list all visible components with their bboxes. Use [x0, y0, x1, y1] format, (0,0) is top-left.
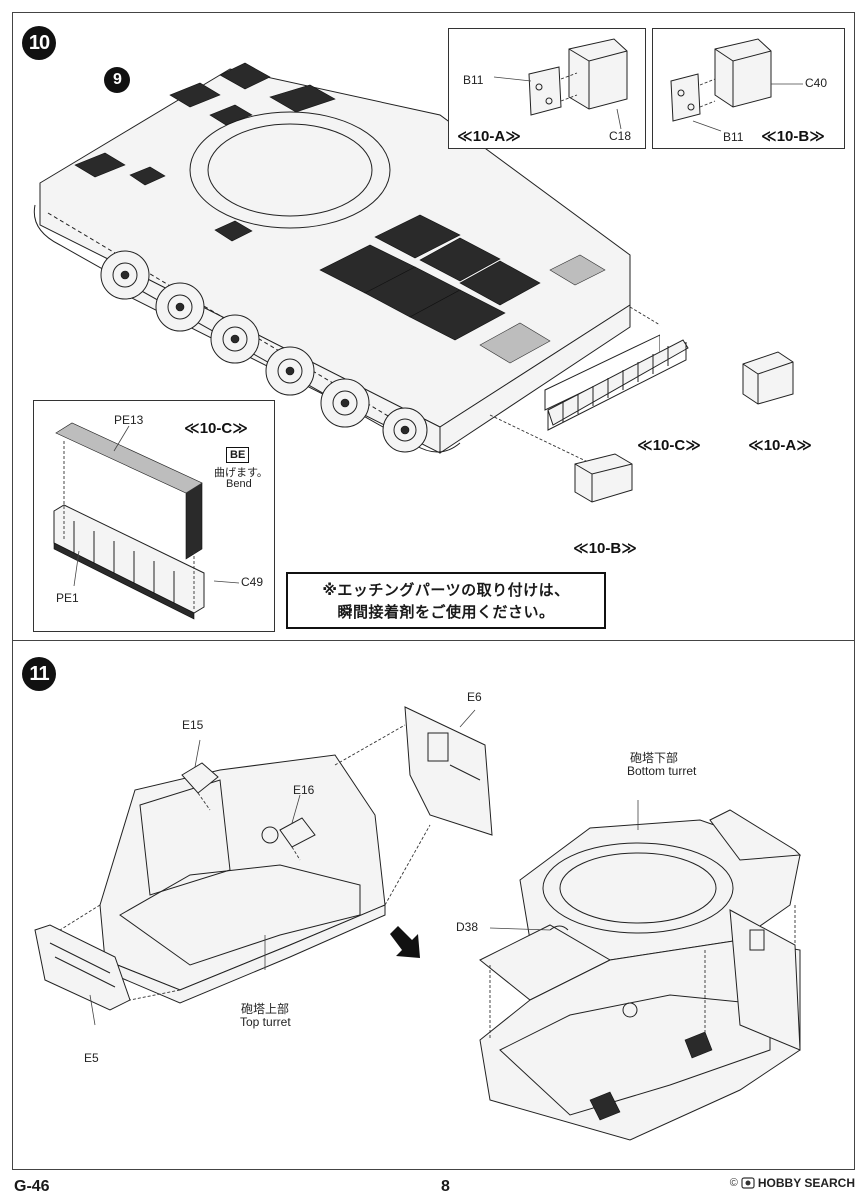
inset-10b-drawing [670, 38, 803, 132]
inset-10c: PE13 ≪10-C≫ BE 曲げます。 Bend PE1 C49 [33, 400, 275, 632]
bottom-turret-label-en: Bottom turret [627, 764, 697, 778]
inset-10b-title: ≪10-B≫ [761, 128, 825, 145]
inset-10b-label-b11: B11 [723, 130, 744, 144]
model-code: G-46 [14, 1178, 50, 1195]
inset-10c-label-pe13: PE13 [114, 413, 144, 427]
inset-10b: C40 B11 ≪10-B≫ [652, 28, 845, 149]
road-wheels [100, 250, 428, 453]
watermark-copyright: © [729, 1177, 738, 1189]
top-turret-illustration [34, 706, 493, 1026]
inset-10b-label-c40: C40 [805, 76, 828, 90]
watermark-brand: HOBBY SEARCH [757, 1176, 855, 1190]
inset-10a-title: ≪10-A≫ [457, 128, 521, 145]
watermark: © HOBBY SEARCH [730, 1176, 855, 1190]
top-turret-label-en: Top turret [240, 1015, 291, 1029]
engine-grilles [319, 214, 541, 341]
bend-note-en: Bend [226, 478, 252, 490]
assembly-arrow-icon [390, 926, 420, 958]
step-9-reference-badge: 9 [104, 67, 130, 93]
inset-10c-title: ≪10-C≫ [184, 420, 248, 437]
bend-note-jp: 曲げます。 [214, 467, 268, 479]
inset-10a-drawing [493, 38, 628, 130]
part-10b-box [574, 453, 633, 503]
adhesive-note-line2: 瞬間接着剤をご使用ください。 [337, 603, 555, 621]
step-divider [12, 640, 855, 641]
callout-10a: ≪10-A≫ [748, 437, 812, 454]
inset-10a-label-c18: C18 [609, 129, 632, 143]
bottom-turret-illustration [479, 800, 802, 1141]
tank-hull-illustration [33, 62, 660, 464]
label-e5: E5 [84, 1051, 99, 1065]
bottom-turret-label-jp: 砲塔下部 [630, 751, 679, 765]
label-e16: E16 [293, 783, 315, 797]
inset-10a: B11 C18 ≪10-A≫ [448, 28, 646, 149]
rear-basket-part [547, 339, 689, 431]
label-e15: E15 [182, 718, 204, 732]
callout-10b: ≪10-B≫ [573, 540, 637, 557]
label-e6: E6 [467, 690, 482, 704]
adhesive-note: ※エッチングパーツの取り付けは、 瞬間接着剤をご使用ください。 [286, 572, 606, 629]
callout-10c: ≪10-C≫ [637, 437, 701, 454]
bend-icon: BE [226, 447, 250, 463]
page-number: 8 [441, 1178, 450, 1195]
step-10-badge: 10 [22, 26, 56, 60]
step-11-badge: 11 [22, 657, 56, 691]
inset-10c-label-pe1: PE1 [56, 591, 79, 605]
page-border [12, 12, 855, 1170]
inset-10c-drawing [53, 422, 240, 620]
adhesive-note-line1: ※エッチングパーツの取り付けは、 [322, 581, 570, 599]
top-turret-label-jp: 砲塔上部 [241, 1002, 290, 1016]
hobby-search-logo-icon [741, 1177, 755, 1189]
label-d38: D38 [456, 920, 479, 934]
part-10a-box [742, 351, 794, 405]
inset-10c-label-c49: C49 [241, 575, 264, 589]
inset-10a-label-b11: B11 [463, 73, 484, 87]
